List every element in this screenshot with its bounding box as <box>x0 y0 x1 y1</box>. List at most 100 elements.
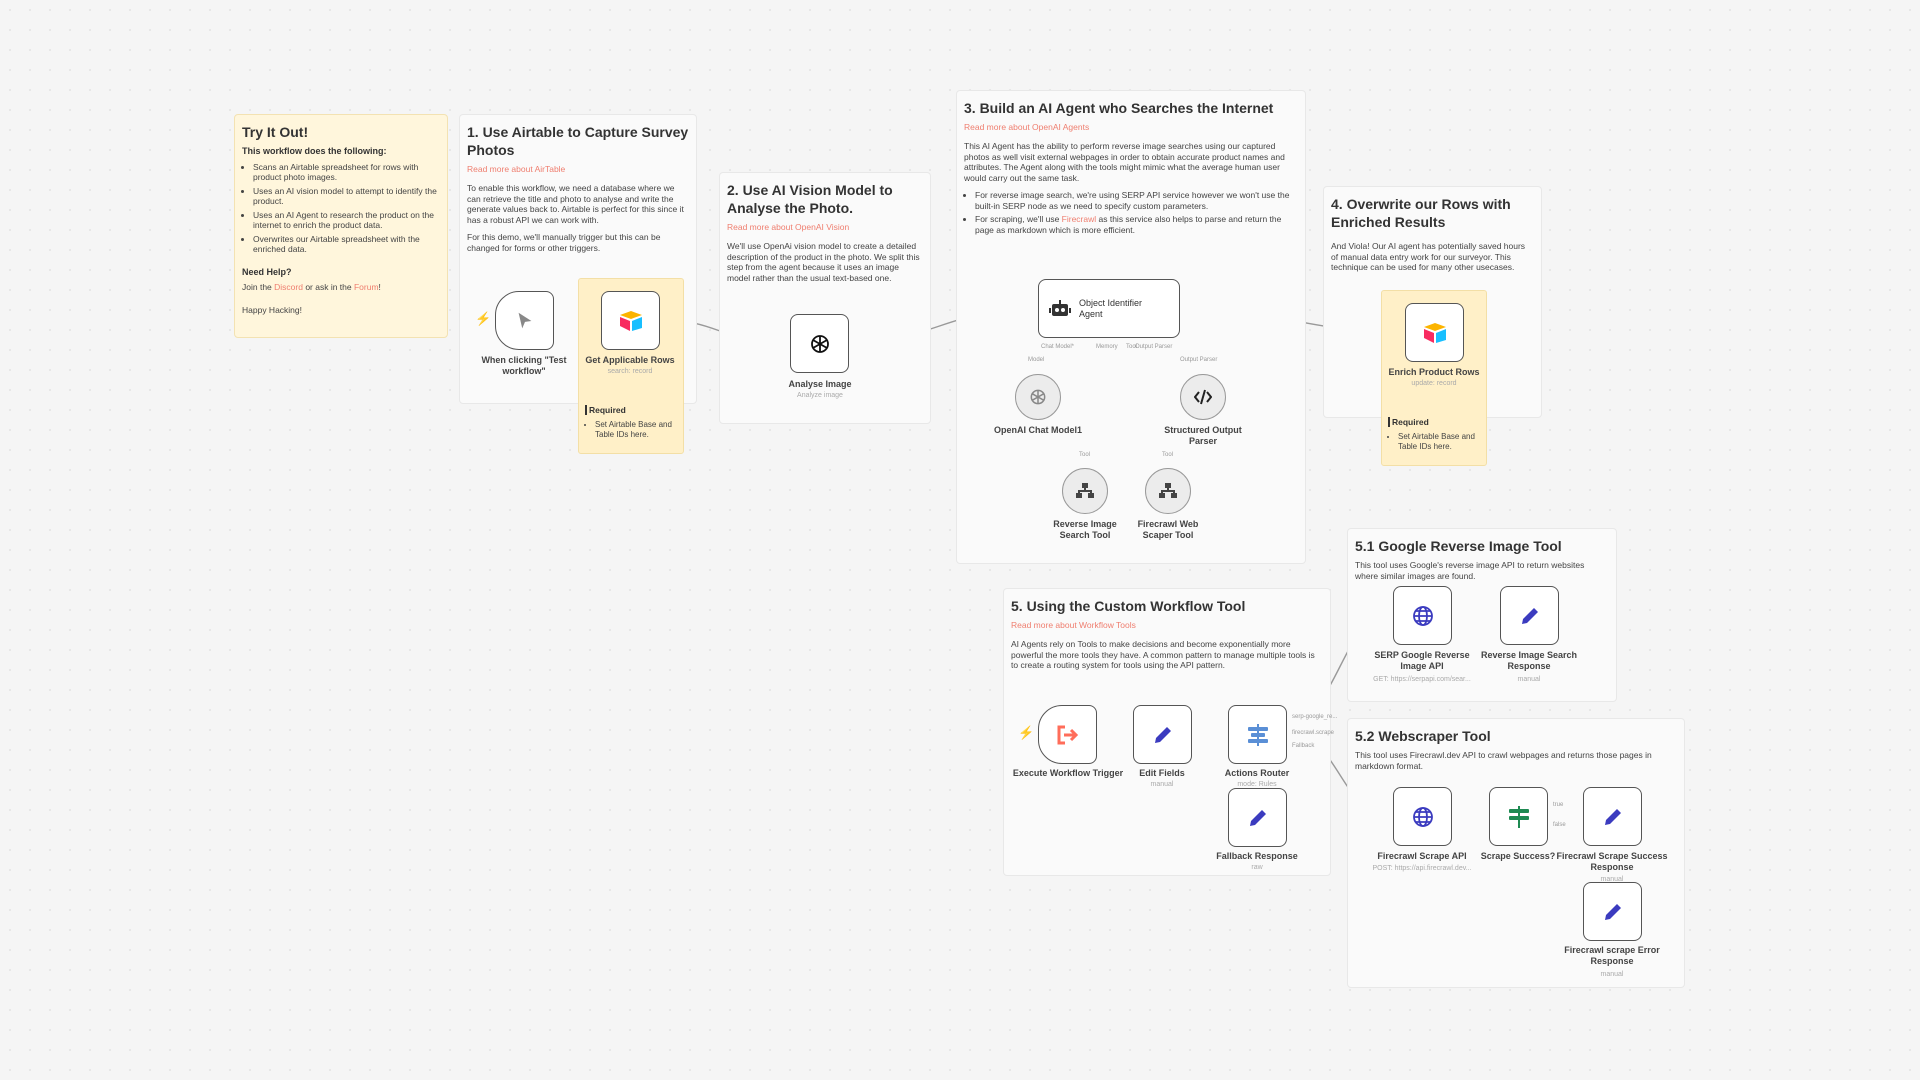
firecrawl-scrape-error-response-node[interactable] <box>1583 882 1642 941</box>
scrape-success-node[interactable] <box>1489 787 1548 846</box>
node-subtitle: manual <box>1600 971 1624 978</box>
node-subtitle: manual <box>1517 676 1541 683</box>
section-bullets: For reverse image search, we're using SE… <box>964 190 1298 235</box>
analyse-image-node[interactable] <box>790 314 849 373</box>
exec-trigger-icon <box>1057 725 1078 744</box>
node-label: Enrich Product Rows <box>1388 367 1480 377</box>
node-subtitle: POST: https://api.firecrawl.dev... <box>1372 865 1472 872</box>
reverse-image-search-tool-node[interactable] <box>1062 468 1108 514</box>
switch-icon <box>1247 723 1268 746</box>
list-item: For scraping, we'll use Firecrawl as thi… <box>975 214 1298 235</box>
port-label: Chat Model* <box>1041 344 1075 350</box>
reverse-image-search-response-node[interactable] <box>1500 586 1559 645</box>
port-label: Model <box>1028 357 1045 363</box>
section-text: To enable this workflow, we need a datab… <box>467 183 684 225</box>
cursor-icon <box>518 312 531 328</box>
discord-link[interactable]: Discord <box>274 282 303 292</box>
port-label: Tool <box>1162 452 1174 458</box>
sticky-try-it-out[interactable]: Try It Out! This workflow does the follo… <box>234 114 448 338</box>
pencil-icon <box>1154 726 1171 743</box>
pencil-icon <box>1521 607 1538 624</box>
node-label: Edit Fields <box>1139 768 1185 778</box>
edit-fields-node[interactable] <box>1133 705 1192 764</box>
node-label: Actions Router <box>1224 768 1290 778</box>
node-label: Fallback Response <box>1216 851 1298 861</box>
required-note-1[interactable]: Required Set Airtable Base and Table IDs… <box>578 278 684 454</box>
forum-link[interactable]: Forum <box>353 282 379 292</box>
node-subtitle: manual <box>1150 781 1174 788</box>
port-label: Memory <box>1096 344 1118 350</box>
section-title: 1. Use Airtable to Capture Survey Photos <box>467 124 689 158</box>
globe-icon <box>1412 806 1433 827</box>
required-title: Required <box>585 405 677 415</box>
actions-router-node[interactable] <box>1228 705 1287 764</box>
serp-google-reverse-image-api-node[interactable] <box>1393 586 1452 645</box>
node-label: Firecrawl scrape Error Response <box>1564 945 1660 966</box>
node-label: Firecrawl Web Scaper Tool <box>1137 519 1199 540</box>
sticky-section-5-1[interactable]: 5.1 Google Reverse Image Tool This tool … <box>1347 528 1617 702</box>
node-subtitle: GET: https://serpapi.com/sear... <box>1373 676 1471 683</box>
node-subtitle: mode: Rules <box>1237 781 1277 788</box>
node-subtitle: raw <box>1251 864 1263 871</box>
port-label: Fallback <box>1292 743 1315 749</box>
openai-agents-link[interactable]: Read more about OpenAI Agents <box>964 122 1090 132</box>
section-text: This tool uses Firecrawl.dev API to craw… <box>1355 750 1652 771</box>
trigger-bolt-icon: ⚡ <box>475 311 492 326</box>
list-item: Uses an AI Agent to research the product… <box>253 210 440 231</box>
trigger-bolt-icon: ⚡ <box>1018 725 1035 740</box>
workflow-tools-link[interactable]: Read more about Workflow Tools <box>1011 620 1136 630</box>
pencil-icon <box>1604 808 1621 825</box>
firecrawl-link[interactable]: Firecrawl <box>1061 214 1097 224</box>
port-label: true <box>1553 802 1564 808</box>
openai-chat-model-node[interactable] <box>1015 374 1061 420</box>
node-subtitle: Analyze image <box>797 392 843 399</box>
port-label: false <box>1553 822 1566 828</box>
list-item: For reverse image search, we're using SE… <box>975 190 1298 211</box>
node-label: Structured Output Parser <box>1164 425 1242 446</box>
firecrawl-scrape-success-response-node[interactable] <box>1583 787 1642 846</box>
list-item: Set Airtable Base and Table IDs here. <box>1398 432 1480 451</box>
port-label: serp-google_re... <box>1292 714 1338 720</box>
section-text: AI Agents rely on Tools to make decision… <box>1011 639 1315 670</box>
if-icon <box>1508 805 1529 828</box>
workflow-icon <box>1159 483 1177 498</box>
sticky-intro: This workflow does the following: <box>242 146 387 156</box>
section-text: This tool uses Google's reverse image AP… <box>1355 560 1585 581</box>
code-icon <box>1194 389 1212 405</box>
enrich-product-rows-node[interactable] <box>1405 303 1464 362</box>
list-item: Overwrites our Airtable spreadsheet with… <box>253 234 440 255</box>
execute-workflow-trigger-node[interactable] <box>1038 705 1097 764</box>
sticky-section-5-2[interactable]: 5.2 Webscraper Tool This tool uses Firec… <box>1347 718 1685 988</box>
airtable-icon <box>619 310 642 331</box>
airtable-docs-link[interactable]: Read more about AirTable <box>467 164 566 174</box>
structured-output-parser-node[interactable] <box>1180 374 1226 420</box>
node-label: Firecrawl Scrape API <box>1377 851 1467 861</box>
node-label: OpenAI Chat Model1 <box>993 425 1082 435</box>
get-applicable-rows-node[interactable] <box>601 291 660 350</box>
section-text: We'll use OpenAi vision model to create … <box>727 241 920 283</box>
node-label: Reverse Image Search Response <box>1480 650 1578 671</box>
section-text: This AI Agent has the ability to perform… <box>964 141 1285 183</box>
manual-trigger-node[interactable] <box>495 291 554 350</box>
node-subtitle: update: record <box>1411 380 1457 387</box>
node-label: Firecrawl Scrape Success Response <box>1556 851 1668 872</box>
section-title: 5.1 Google Reverse Image Tool <box>1355 538 1562 554</box>
node-subtitle: manual <box>1600 876 1624 883</box>
pencil-icon <box>1249 809 1266 826</box>
port-label: Tool <box>1079 452 1091 458</box>
firecrawl-web-scaper-tool-node[interactable] <box>1145 468 1191 514</box>
section-text: For this demo, we'll manually trigger bu… <box>467 232 661 253</box>
node-label: Reverse Image Search Tool <box>1053 519 1117 540</box>
list-item: Uses an AI vision model to attempt to id… <box>253 186 440 207</box>
firecrawl-scrape-api-node[interactable] <box>1393 787 1452 846</box>
sticky-section-3[interactable]: 3. Build an AI Agent who Searches the In… <box>956 90 1306 564</box>
section-text: And Viola! Our AI agent has potentially … <box>1331 241 1526 272</box>
openai-vision-link[interactable]: Read more about OpenAI Vision <box>727 222 850 232</box>
node-label: SERP Google Reverse Image API <box>1374 650 1470 671</box>
section-title: 5.2 Webscraper Tool <box>1355 728 1491 744</box>
object-identifier-agent-node[interactable]: Object Identifier Agent <box>1038 279 1180 338</box>
node-subtitle: search: record <box>607 368 653 375</box>
fallback-response-node[interactable] <box>1228 788 1287 847</box>
sticky-section-2[interactable]: 2. Use AI Vision Model to Analyse the Ph… <box>719 172 931 424</box>
globe-icon <box>1412 605 1433 626</box>
